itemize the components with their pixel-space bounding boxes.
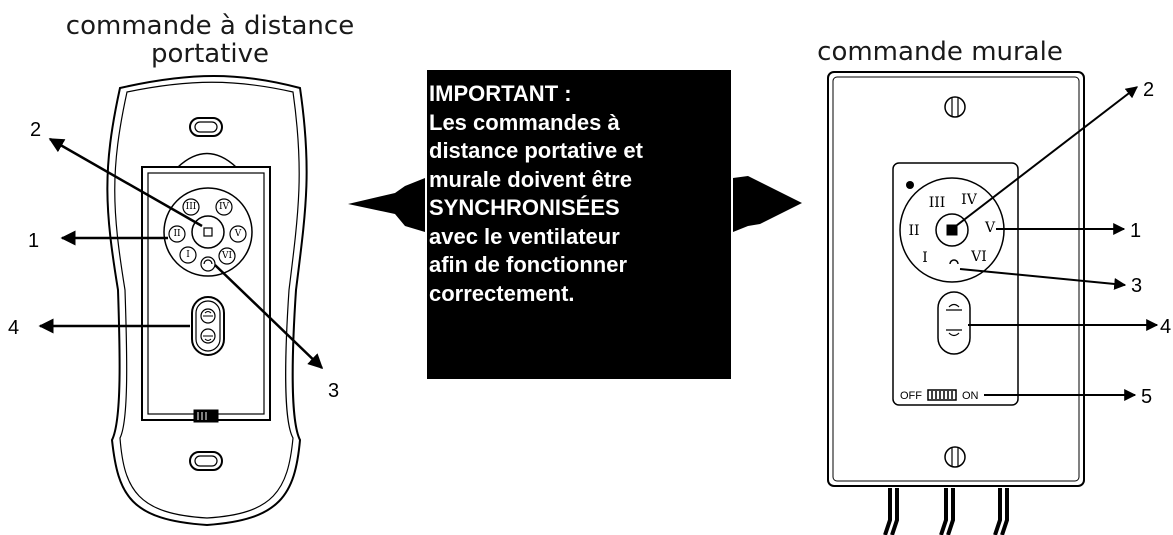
wall-callout-5: 5	[1141, 386, 1152, 408]
right-sync-arrow	[733, 176, 802, 232]
handheld-speed-5: V	[234, 229, 242, 239]
wall-control	[827, 71, 1085, 535]
handheld-speed-4: IV	[219, 202, 230, 212]
notice-line: SYNCHRONISÉES	[429, 195, 620, 220]
wall-speed-6: VI	[970, 249, 987, 265]
handheld-reverse-icon	[203, 259, 213, 265]
notice-line: Les commandes à	[429, 109, 620, 135]
handheld-title-line2: portative	[150, 39, 270, 69]
wall-callout-numbers: 2 1 3 4 5	[1130, 79, 1171, 408]
wall-speed-5: V	[984, 220, 996, 236]
handheld-title: commande à distance portative	[55, 12, 365, 68]
handheld-callout-3: 3	[328, 380, 339, 402]
wall-indicator-led	[906, 181, 914, 189]
notice-line: IMPORTANT :	[429, 81, 572, 106]
wall-speed-labels: III IV II V I VI	[908, 192, 995, 266]
wall-switch-on-label: ON	[962, 390, 979, 402]
notice-line: afin de fonctionner	[429, 252, 627, 277]
wall-switch-off-label: OFF	[900, 390, 922, 402]
handheld-title-line1: commande à distance	[65, 11, 355, 41]
notice-line: avec le ventilateur	[429, 223, 620, 249]
wall-reverse-icon	[949, 259, 959, 265]
handheld-remote	[106, 75, 308, 527]
handheld-callout-4: 4	[8, 317, 19, 339]
handheld-callout-1: 1	[28, 230, 39, 252]
notice-line: correctement.	[429, 280, 575, 306]
handheld-speed-6: VI	[221, 251, 232, 261]
wall-power-switch	[927, 389, 957, 401]
handheld-callout-arrows	[38, 137, 324, 370]
left-sync-arrow	[348, 178, 425, 232]
notice-line: murale doivent être	[429, 166, 632, 192]
handheld-speed-2: II	[173, 229, 181, 239]
important-notice-box	[427, 70, 731, 379]
handheld-speed-labels: III IV II V I VI	[173, 202, 241, 261]
wall-callout-1: 1	[1130, 220, 1141, 242]
handheld-speed-3: III	[186, 202, 197, 212]
handheld-speed-1: I	[186, 250, 190, 260]
handheld-callout-2: 2	[30, 119, 41, 141]
wall-speed-3: III	[929, 195, 946, 211]
handheld-callout-numbers: 2 1 4 3	[8, 119, 339, 402]
wall-callout-arrows	[951, 86, 1159, 401]
wall-callout-4: 4	[1160, 316, 1171, 338]
wall-callout-3: 3	[1131, 275, 1142, 297]
wall-callout-2: 2	[1143, 79, 1154, 101]
wall-title: commande murale	[817, 37, 1063, 67]
important-notice-text: IMPORTANT : Les commandes à distance por…	[429, 80, 729, 308]
notice-line: distance portative et	[429, 138, 643, 163]
wall-speed-4: IV	[961, 192, 978, 208]
wall-speed-2: II	[908, 223, 919, 239]
wall-speed-1: I	[922, 250, 928, 266]
